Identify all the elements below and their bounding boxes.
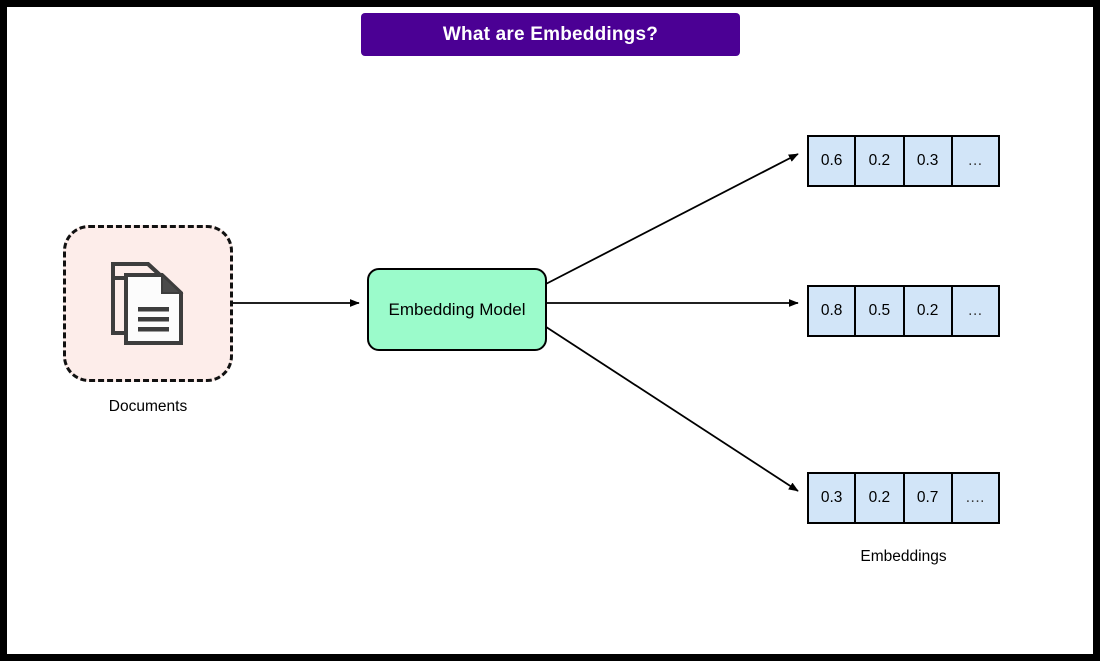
embedding-vector-row[interactable]: 0.6 0.2 0.3 ... xyxy=(807,135,1000,187)
vector-cell: 0.2 xyxy=(855,135,904,187)
embedding-vector-row[interactable]: 0.8 0.5 0.2 ... xyxy=(807,285,1000,337)
vector-cell: 0.8 xyxy=(807,285,856,337)
documents-stack-icon xyxy=(111,261,184,345)
vector-cell-ellipsis: .... xyxy=(951,472,1000,524)
vector-cell: 0.2 xyxy=(855,472,904,524)
vector-cell-ellipsis: ... xyxy=(951,285,1000,337)
documents-label: Documents xyxy=(108,398,188,415)
vector-cell-ellipsis: ... xyxy=(951,135,1000,187)
embeddings-label: Embeddings xyxy=(860,548,947,565)
vector-cell: 0.7 xyxy=(903,472,952,524)
embedding-model-label: Embedding Model xyxy=(388,299,526,319)
documents-node[interactable] xyxy=(63,225,233,382)
page-title: What are Embeddings? xyxy=(442,23,659,45)
title-banner: What are Embeddings? xyxy=(361,13,740,56)
edge-model-to-vector-0 xyxy=(539,153,799,288)
vector-cell: 0.6 xyxy=(807,135,856,187)
vector-cell: 0.5 xyxy=(855,285,904,337)
vector-cell: 0.3 xyxy=(807,472,856,524)
vector-cell: 0.2 xyxy=(903,285,952,337)
diagram-canvas: What are Embeddings? xyxy=(7,7,1093,654)
embedding-vector-row[interactable]: 0.3 0.2 0.7 .... xyxy=(807,472,1000,524)
embedding-model-node[interactable]: Embedding Model xyxy=(367,268,547,351)
vector-cell: 0.3 xyxy=(903,135,952,187)
edge-model-to-vector-2 xyxy=(539,322,799,492)
